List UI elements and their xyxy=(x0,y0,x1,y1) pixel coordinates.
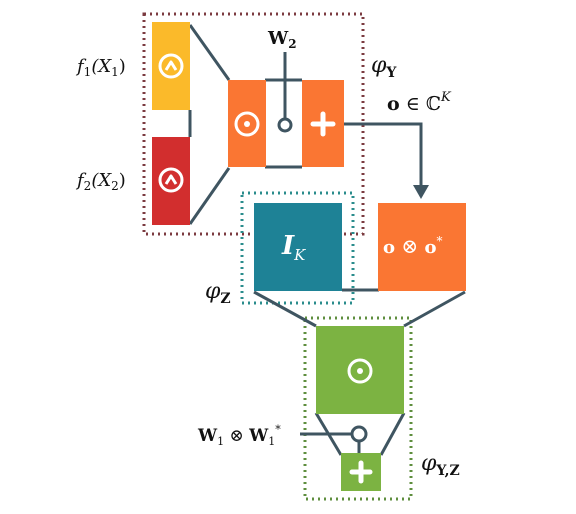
wire-f2-bottom xyxy=(188,167,231,225)
wedge-icon xyxy=(158,167,184,193)
w2-node-icon xyxy=(277,117,293,133)
wires xyxy=(188,24,466,456)
w1-node-icon xyxy=(350,425,368,443)
odot-icon xyxy=(234,111,260,137)
phi-y-label: φY xyxy=(371,53,397,81)
o-kron-block xyxy=(378,203,466,291)
phi-y-frame xyxy=(142,12,365,236)
o-in-c-label: o ∈ ℂK xyxy=(387,90,452,115)
o-kron-label: o ⊗ o* xyxy=(383,234,443,258)
wire-kron-to-green xyxy=(403,290,466,328)
wire-green-right xyxy=(379,412,406,456)
wire-ik-to-green xyxy=(253,290,317,328)
ik-label: IK xyxy=(281,231,306,264)
plus-icon xyxy=(349,460,373,484)
phi-yz-label: φY,Z xyxy=(421,451,460,479)
arrow-head xyxy=(413,185,429,199)
ik-block xyxy=(254,203,342,291)
w1-kron-label: W1 ⊗ W1* xyxy=(197,423,281,448)
f2-block xyxy=(152,137,190,225)
f1-label: f1(X1) xyxy=(75,56,126,79)
wedge-icon xyxy=(158,53,184,79)
odot-icon xyxy=(347,358,373,384)
wire-f1-top xyxy=(188,24,231,81)
f2-label: f2(X2) xyxy=(75,170,126,193)
phi-z-label: φZ xyxy=(205,279,231,307)
phi-z-frame xyxy=(240,191,355,305)
f1-block xyxy=(152,22,190,110)
wire-plus-to-kron xyxy=(344,122,423,186)
plus-icon xyxy=(310,111,336,137)
w2-label: W2 xyxy=(267,28,297,51)
